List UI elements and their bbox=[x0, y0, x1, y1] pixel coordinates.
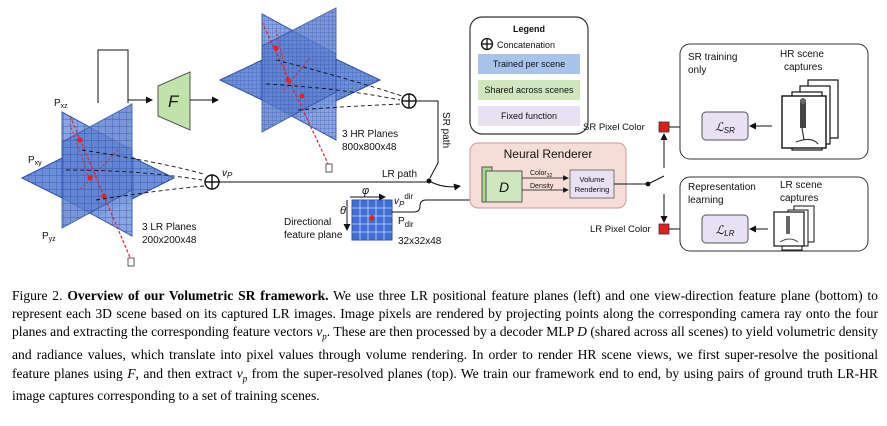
caption-figure-label: Figure 2. bbox=[12, 288, 63, 303]
D-label: D bbox=[499, 179, 509, 195]
theta-label: θ bbox=[340, 205, 346, 217]
dir-plane-label-1: Directional bbox=[284, 217, 331, 228]
caption-part-3: (shared across all scenes) to yield volu… bbox=[12, 324, 878, 381]
label-pyz: Pyz bbox=[42, 231, 56, 243]
vp-dir-label: vPdir bbox=[394, 192, 414, 209]
color-label: Color32 bbox=[530, 170, 553, 179]
sr-training-box: SR training only HR scene captures ℒSR bbox=[679, 43, 869, 160]
sr-path-label: SR path bbox=[440, 112, 451, 148]
lr-planes-label: 3 LR Planes bbox=[142, 222, 196, 233]
super-resolution-network-F bbox=[157, 71, 191, 131]
lr-planes-dims: 200x200x48 bbox=[142, 235, 197, 246]
legend-shared-swatch bbox=[478, 80, 580, 100]
legend-concat: Concatenation bbox=[497, 40, 555, 50]
lr-pixel-label: LR Pixel Color bbox=[590, 224, 651, 235]
caption-F: F bbox=[127, 365, 136, 381]
caption-part-1: We use three LR positional feature plane… bbox=[12, 288, 878, 340]
caption-D: D bbox=[577, 324, 587, 340]
legend-trained-swatch bbox=[478, 54, 580, 74]
caption-part-4: , and then extract bbox=[135, 365, 237, 381]
loss-sr bbox=[701, 111, 749, 141]
renderer-title: Neural Renderer bbox=[504, 147, 593, 161]
decoder-D bbox=[485, 170, 523, 203]
legend-title: Legend bbox=[513, 24, 545, 34]
svg-text:SR training: SR training bbox=[688, 52, 737, 63]
caption-part-2: . These are then processed by a decoder … bbox=[326, 324, 578, 340]
caption-part-5: from the super-resolved planes (top). We… bbox=[12, 365, 878, 404]
svg-text:Rendering: Rendering bbox=[575, 185, 610, 194]
sr-pixel-square bbox=[658, 121, 670, 133]
hr-planes-label: 3 HR Planes bbox=[342, 129, 398, 140]
density-label: Density bbox=[530, 183, 554, 190]
lr-planes-cube bbox=[20, 103, 176, 267]
lr-concat-symbol bbox=[204, 174, 220, 190]
representation-learning-box: Representation learning LR scene capture… bbox=[679, 176, 869, 252]
label-pxz: Pxz bbox=[54, 98, 68, 110]
svg-text:HR scene: HR scene bbox=[780, 49, 824, 60]
lr-path-label: LR path bbox=[382, 169, 417, 180]
neural-renderer-box: Neural Renderer D Color32 Density Volume… bbox=[469, 142, 627, 209]
svg-text:captures: captures bbox=[780, 193, 818, 204]
label-pxy: Pxy bbox=[28, 155, 42, 167]
p-dir-label: Pdir bbox=[398, 216, 414, 229]
vp-label: vP bbox=[222, 168, 233, 180]
legend-trained: Trained per scene bbox=[493, 59, 565, 69]
svg-text:captures: captures bbox=[784, 62, 822, 73]
sr-pixel-label: SR Pixel Color bbox=[583, 122, 645, 133]
dir-plane-label-2: feature plane bbox=[284, 230, 343, 241]
svg-text:only: only bbox=[688, 65, 706, 76]
hr-camera-ray bbox=[261, 21, 331, 169]
legend-fixed-swatch bbox=[478, 106, 580, 126]
figure-caption: Figure 2. Overview of our Volumetric SR … bbox=[12, 287, 878, 406]
lr-pixel-square bbox=[658, 223, 670, 235]
caption-title: Overview of our Volumetric SR framework. bbox=[67, 288, 329, 303]
svg-text:learning: learning bbox=[688, 195, 724, 206]
svg-text:Volume: Volume bbox=[579, 175, 604, 184]
caption-vp: vp bbox=[316, 324, 327, 343]
dir-plane-dims: 32x32x48 bbox=[398, 236, 442, 247]
F-label: F bbox=[168, 92, 180, 111]
hr-concat-symbol bbox=[401, 93, 417, 109]
lr-camera-icon bbox=[127, 257, 135, 267]
legend-box: Legend Concatenation Trained per scene S… bbox=[469, 16, 589, 135]
svg-text:Representation: Representation bbox=[688, 182, 756, 193]
legend-fixed: Fixed function bbox=[501, 111, 557, 121]
hr-planes-dims: 800x800x48 bbox=[342, 142, 397, 153]
framework-diagram: Pxz Pxy Pyz 3 LR Planes 200x200x48 F 3 H… bbox=[20, 7, 869, 267]
loss-lr bbox=[701, 214, 749, 244]
caption-vp-2: vp bbox=[236, 365, 248, 384]
phi-label: φ bbox=[362, 185, 369, 197]
legend-shared: Shared across scenes bbox=[484, 85, 574, 95]
hr-planes-cube bbox=[218, 7, 382, 173]
directional-feature-plane bbox=[351, 199, 393, 241]
volume-rendering-block bbox=[569, 169, 615, 199]
svg-text:LR scene: LR scene bbox=[780, 180, 823, 191]
